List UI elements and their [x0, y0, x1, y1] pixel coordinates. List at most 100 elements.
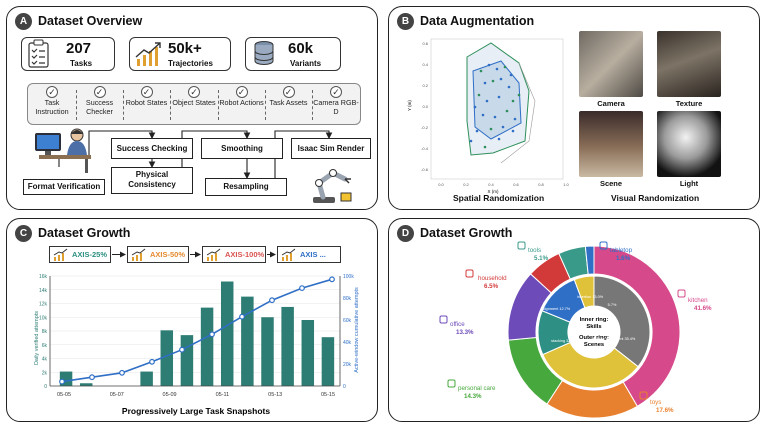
light-caption: Light — [679, 179, 699, 188]
smoothing-box: Smoothing — [201, 138, 283, 159]
texture-photo — [657, 31, 721, 97]
cumulative-point — [89, 374, 95, 381]
sample-point — [483, 145, 487, 149]
plot-xtick: 0.2 — [463, 182, 469, 187]
daily-attempts-bar — [180, 335, 194, 386]
fridge-icon — [677, 289, 686, 298]
sample-point — [489, 127, 493, 131]
check-icon: ✓ — [140, 86, 153, 98]
table-icon — [599, 241, 608, 250]
spatial-caption: Spatial Randomization — [453, 193, 545, 203]
plot-xtick: 1.0 — [563, 182, 569, 187]
component-camera-rgbd: ✓Camera RGB-D — [313, 86, 359, 116]
y2-axis-label: Active-window cumulative attempts — [354, 287, 360, 373]
sample-point — [511, 129, 515, 133]
sample-point — [505, 109, 509, 113]
sample-point — [509, 73, 513, 77]
scene-label: office — [450, 321, 465, 328]
y2-tick-label: 100k — [343, 274, 354, 280]
sample-point — [491, 79, 495, 83]
daily-attempts-bar — [79, 383, 93, 386]
cumulative-point — [329, 276, 335, 283]
snapshot-axis-25: AXIS-25% — [49, 246, 111, 263]
center-text-top2: Skills — [586, 324, 601, 330]
plot-xtick: 0.0 — [438, 182, 444, 187]
panel-badge: C — [15, 225, 32, 242]
daily-attempts-bar — [160, 330, 174, 386]
teddy-bear-icon — [639, 391, 648, 400]
light-photo — [657, 111, 721, 177]
y-tick-label: 10k — [39, 315, 48, 321]
scene-photo — [579, 111, 643, 177]
x-tick-label: 05-05 — [57, 392, 71, 398]
snapshot-axis-100: AXIS-100% — [202, 246, 266, 263]
plot-xtick: 0.4 — [488, 182, 494, 187]
scene-label: toys — [650, 399, 661, 406]
sample-point — [497, 137, 501, 141]
physical-consistency-box: Physical Consistency — [111, 167, 193, 194]
cumulative-point — [59, 378, 65, 385]
x-axis-label: Progressively Large Task Snapshots — [122, 406, 270, 416]
x-tick-label: 05-09 — [163, 392, 177, 398]
y2-tick-label: 40k — [343, 340, 352, 346]
y-tick-label: 4k — [42, 357, 48, 363]
sample-point — [517, 93, 521, 97]
robot-arm-illustration — [313, 169, 352, 203]
y2-tick-label: 20k — [343, 362, 352, 368]
sample-point — [507, 85, 511, 89]
cumulative-point — [149, 358, 155, 365]
scene-label: kitchen — [688, 297, 708, 304]
y-tick-label: 2k — [42, 370, 48, 376]
plot-xtick: 0.6 — [513, 182, 519, 187]
texture-caption: Texture — [675, 99, 703, 108]
daily-attempts-bar — [261, 317, 274, 386]
panel-dataset-overview: A Dataset Overview 207 Tasks 50k+ Trajec… — [6, 6, 378, 210]
cumulative-point — [209, 331, 215, 338]
center-text-top: Inner ring: — [580, 317, 609, 323]
skill-label: relative placement 35.4% — [593, 337, 636, 341]
daily-attempts-bar — [200, 307, 214, 386]
scene-label: tabletop — [610, 247, 633, 254]
camera-photo — [579, 31, 643, 97]
component-object-states: ✓Object States — [172, 86, 216, 107]
x-tick-label: 05-15 — [321, 392, 335, 398]
cumulative-point — [119, 369, 125, 376]
scene-label: personal care — [458, 385, 496, 392]
sample-point — [483, 81, 487, 85]
daily-attempts-bar — [321, 337, 335, 386]
snapshot-arrows — [112, 251, 276, 258]
x-tick-label: 05-13 — [268, 392, 282, 398]
scene-percent: 6.5% — [484, 283, 499, 290]
sample-point — [469, 139, 473, 143]
y-tick-label: 8k — [42, 329, 48, 335]
panel-badge: D — [397, 225, 414, 242]
trend-chart-icon — [206, 248, 221, 261]
sample-point — [513, 117, 517, 121]
sample-point — [499, 77, 503, 81]
daily-attempts-bar — [140, 371, 153, 386]
sample-point — [503, 65, 507, 69]
x-tick-label: 05-07 — [110, 392, 124, 398]
scene-percent: 13.3% — [456, 329, 474, 336]
panel-badge: B — [397, 13, 414, 30]
cumulative-line — [61, 278, 333, 383]
camera-caption: Camera — [597, 99, 625, 108]
check-icon: ✓ — [235, 86, 248, 98]
sample-point — [511, 99, 515, 103]
component-success-checker: ✓Success Checker — [85, 86, 114, 116]
stat-trajectories: 50k+ Trajectories — [129, 37, 231, 71]
panel-title: Dataset Growth — [38, 226, 131, 240]
scene-slice — [584, 245, 595, 275]
plot-xlabel: X (m) — [488, 189, 499, 194]
component-task-instruction: ✓Task Instruction — [35, 86, 69, 116]
stat-value: 207 — [66, 40, 92, 57]
check-icon: ✓ — [282, 86, 295, 98]
snapshot-axis-more: AXIS ... — [277, 246, 341, 263]
check-icon: ✓ — [188, 86, 200, 98]
cumulative-point — [299, 285, 305, 292]
panel-badge: A — [15, 13, 32, 30]
scene-percent: 5.1% — [534, 255, 549, 262]
daily-attempts-bar — [220, 281, 234, 386]
sample-point — [475, 129, 479, 133]
